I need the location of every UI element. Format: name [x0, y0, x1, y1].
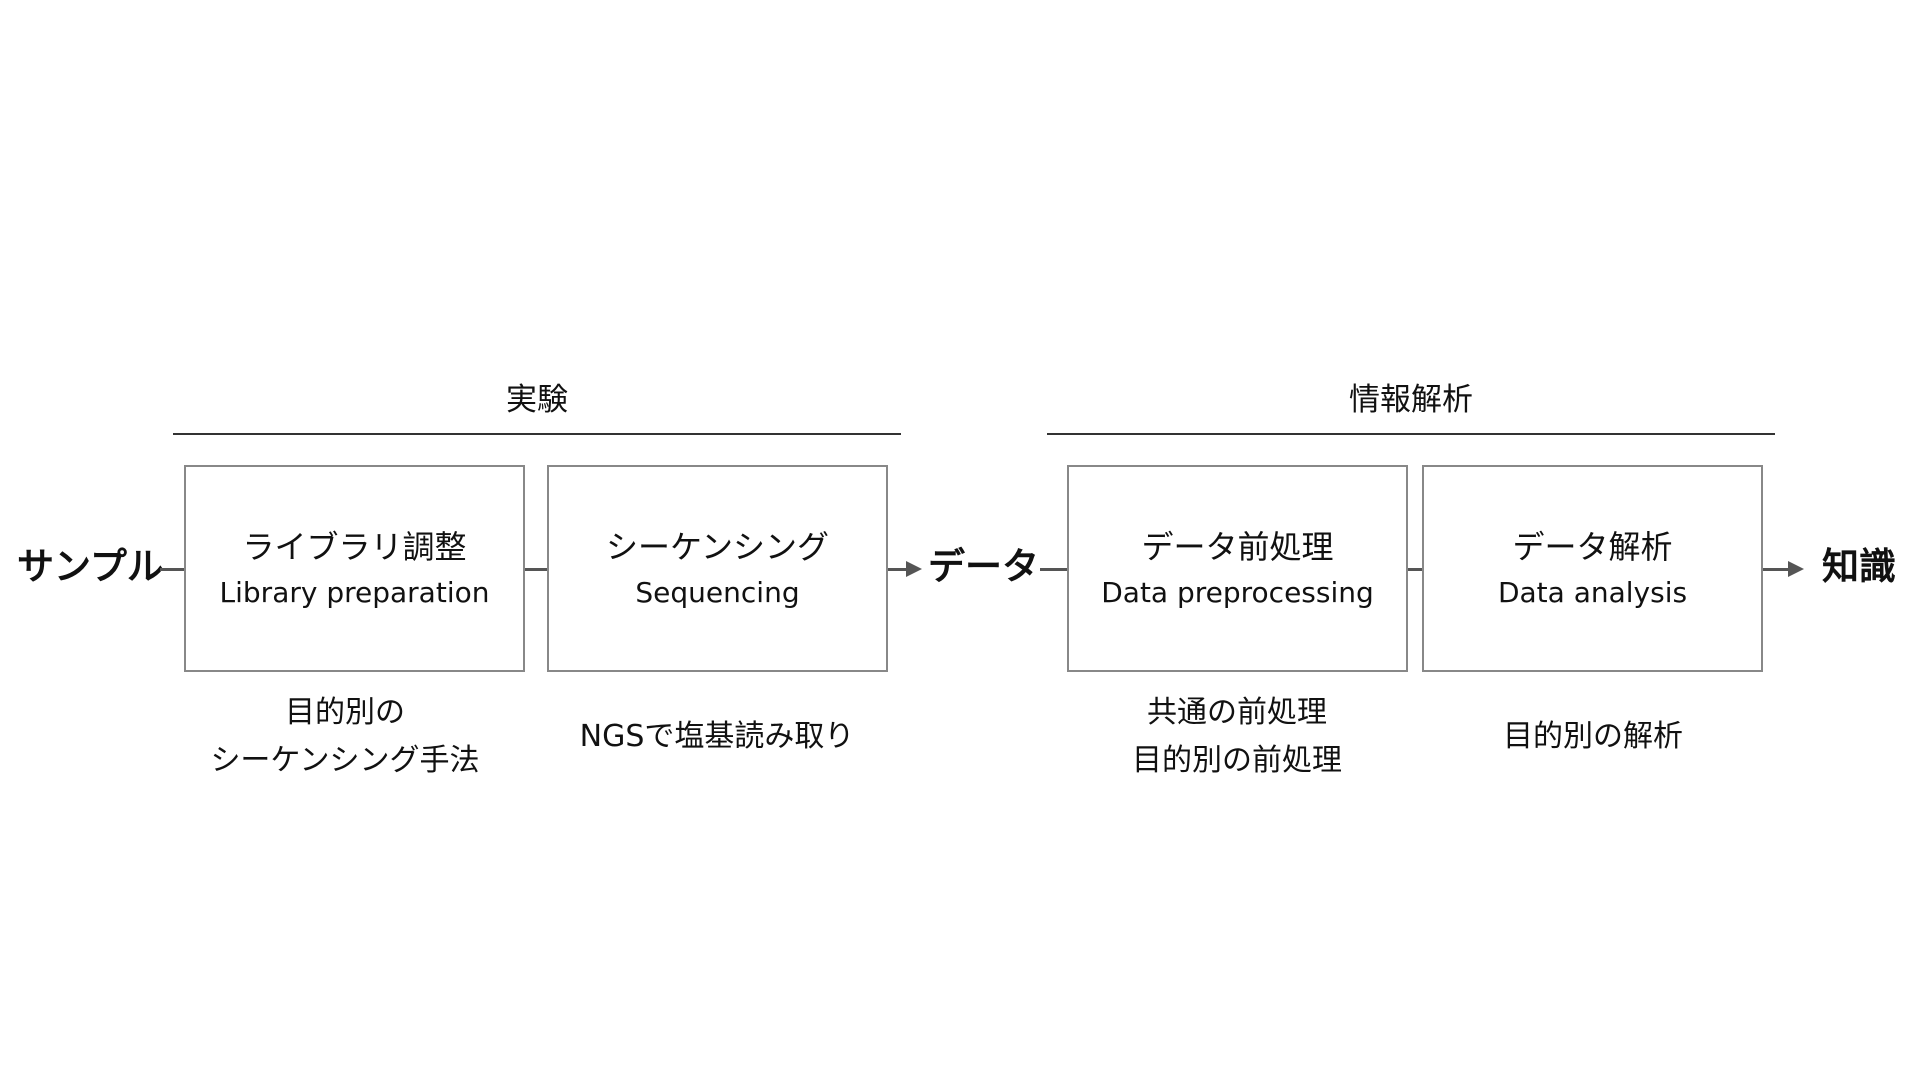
connector-sample-to-library: [160, 568, 184, 571]
description-line: 目的別の: [285, 695, 405, 730]
step-subtitle: Sequencing: [635, 575, 800, 609]
arrow-to-data-icon: [906, 561, 922, 577]
step-box-library-preparation: ライブラリ調整 Library preparation: [184, 465, 525, 672]
step-description-data-analysis: 目的別の解析: [1403, 713, 1783, 761]
connector-sequencing-to-data: [888, 568, 906, 571]
step-title: データ解析: [1512, 527, 1673, 566]
step-box-data-analysis: データ解析 Data analysis: [1422, 465, 1763, 672]
step-title: シーケンシング: [605, 527, 830, 566]
node-data: データ: [928, 545, 1039, 588]
step-box-data-preprocessing: データ前処理 Data preprocessing: [1067, 465, 1408, 672]
description-line: 共通の前処理: [1147, 695, 1327, 730]
step-title: ライブラリ調整: [242, 527, 467, 566]
arrow-to-knowledge-icon: [1788, 561, 1804, 577]
group-line-experiment: [173, 433, 901, 435]
group-title-analysis: 情報解析: [1349, 382, 1473, 418]
node-knowledge: 知識: [1822, 545, 1896, 588]
step-description-data-preprocessing: 共通の前処理 目的別の前処理: [1047, 689, 1427, 785]
step-subtitle: Library preparation: [219, 575, 490, 609]
group-line-analysis: [1047, 433, 1775, 435]
connector-analysis-to-knowledge: [1763, 568, 1788, 571]
step-description-sequencing: NGSで塩基読み取り: [527, 713, 907, 761]
connector-library-to-sequencing: [525, 568, 547, 571]
description-line: 目的別の前処理: [1132, 743, 1342, 778]
step-box-sequencing: シーケンシング Sequencing: [547, 465, 888, 672]
node-sample: サンプル: [17, 545, 164, 588]
step-title: データ前処理: [1141, 527, 1334, 566]
description-line: 目的別の解析: [1503, 719, 1683, 754]
connector-preprocessing-to-analysis: [1408, 568, 1422, 571]
connector-data-to-preprocessing: [1040, 568, 1067, 571]
step-description-library-preparation: 目的別の シーケンシング手法: [155, 689, 535, 785]
step-subtitle: Data analysis: [1497, 575, 1688, 609]
description-line: NGSで塩基読み取り: [579, 719, 855, 754]
group-title-experiment: 実験: [506, 382, 568, 418]
step-subtitle: Data preprocessing: [1101, 575, 1374, 609]
description-line: シーケンシング手法: [210, 743, 480, 778]
